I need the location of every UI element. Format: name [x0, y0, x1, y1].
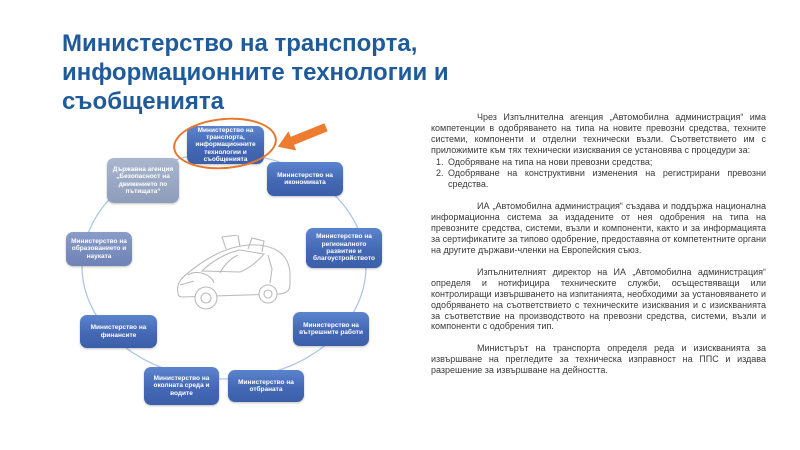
- body-paragraph-4: Министърът на транспорта определя реда и…: [431, 343, 766, 376]
- ministries-cycle-diagram: Министерство на образованието и науката …: [0, 100, 440, 440]
- car-wireframe-image: [176, 235, 291, 310]
- body-paragraph-1: Чрез Изпълнителна агенция „Автомобилна а…: [431, 112, 766, 155]
- diagram-node-finansi: Министерство на финансите: [80, 315, 157, 348]
- diagram-node-vatreshni: Министерство на вътрешните работи: [293, 312, 369, 346]
- procedures-list: Одобряване на типа на нови превозни сред…: [431, 157, 766, 190]
- diagram-node-transport: Министерство на транспорта, информационн…: [187, 126, 264, 164]
- list-item: Одобряване на конструктивни изменения на…: [446, 168, 766, 190]
- diagram-node-regionalno: Министерство на регионалното развитие и …: [306, 228, 382, 268]
- node-label: Министерство на финансите: [90, 324, 147, 339]
- list-item: Одобряване на типа на нови превозни сред…: [446, 157, 766, 168]
- diagram-node-otbrana: Министерство на отбраната: [228, 370, 304, 402]
- node-label: Министерство на образованието и науката: [71, 238, 127, 260]
- diagram-node-obrazovanie: Министерство на образованието и науката: [66, 232, 132, 266]
- body-paragraph-2: ИА „Автомобилна администрация“ създава и…: [431, 200, 766, 255]
- slide-title: Министерство на транспорта, информационн…: [62, 30, 449, 115]
- node-label: Министерство на отбраната: [238, 378, 294, 393]
- highlight-arrow-icon: [277, 123, 328, 151]
- diagram-node-okolna: Министерство на околната среда и водите: [144, 367, 219, 405]
- diagram-node-agencia: Държавна агенция „Безопасност на движени…: [107, 158, 179, 203]
- node-label: Министерство на икономиката: [277, 171, 333, 186]
- node-label: Министерство на регионалното развитие и …: [313, 233, 375, 263]
- node-label: Министерство на вътрешните работи: [299, 321, 363, 336]
- body-paragraph-3: Изпълнителният директор на ИА „Автомобил…: [431, 266, 766, 332]
- diagram-node-ikonomika: Министерство на икономиката: [267, 162, 343, 196]
- node-label: Министерство на транспорта, информационн…: [195, 126, 256, 163]
- body-text-block: Чрез Изпълнителна агенция „Автомобилна а…: [431, 112, 766, 387]
- node-label: Държавна агенция „Безопасност на движени…: [112, 165, 174, 195]
- node-label: Министерство на околната среда и водите: [153, 375, 210, 397]
